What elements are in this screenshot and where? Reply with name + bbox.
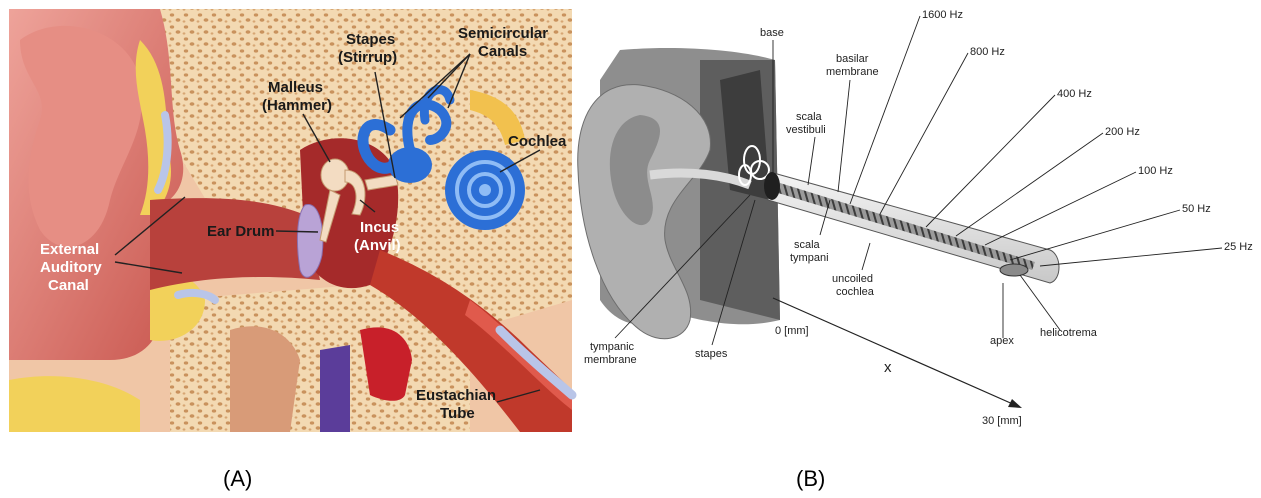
label-tympani: tympani <box>790 252 829 264</box>
label-apex: apex <box>990 335 1014 347</box>
freq-label: 400 Hz <box>1057 88 1092 100</box>
label-tube: Tube <box>440 405 475 422</box>
label-scala-t: scala <box>794 239 821 251</box>
label-eustachian: Eustachian <box>416 387 496 404</box>
x-axis-arrow <box>773 298 1015 405</box>
label-tympanic-membrane: membrane <box>584 354 637 366</box>
label-ear-drum: Ear Drum <box>207 223 275 240</box>
freq-label: 200 Hz <box>1105 126 1140 138</box>
helicotrema-opening <box>1000 264 1028 276</box>
vein <box>320 345 350 432</box>
label-stapes-alt: (Stirrup) <box>338 49 397 66</box>
label-incus: Incus <box>360 219 399 236</box>
caption-a: (A) <box>223 466 252 492</box>
panel-b-illustration <box>578 48 1059 339</box>
label-uncoiled: uncoiled <box>832 273 873 285</box>
label-canal: Canal <box>48 277 89 294</box>
panel-a-illustration <box>9 9 572 432</box>
label-cochlea-b: cochlea <box>836 286 875 298</box>
label-malleus-alt: (Hammer) <box>262 97 332 114</box>
label-base: base <box>760 27 784 39</box>
label-stapes: Stapes <box>346 31 395 48</box>
label-tympanic: tympanic <box>590 341 635 353</box>
label-canals: Canals <box>478 43 527 60</box>
freq-label: 100 Hz <box>1138 165 1173 177</box>
ear-drum-membrane <box>297 204 322 277</box>
label-malleus: Malleus <box>268 79 323 96</box>
label-semicircular: Semicircular <box>458 25 548 42</box>
label-x-axis: x <box>884 359 892 376</box>
label-zero-mm: 0 [mm] <box>775 325 809 337</box>
jaw-muscle <box>230 326 300 432</box>
label-thirty-mm: 30 [mm] <box>982 415 1022 427</box>
ear-canal <box>150 198 320 290</box>
label-vestibuli: vestibuli <box>786 124 826 136</box>
label-basilar: basilar <box>836 53 869 65</box>
caption-b: (B) <box>796 466 825 492</box>
label-scala-v: scala <box>796 111 823 123</box>
freq-label: 50 Hz <box>1182 203 1211 215</box>
label-stapes-b: stapes <box>695 348 728 360</box>
label-membrane: membrane <box>826 66 879 78</box>
cochlea-base-opening <box>764 172 780 200</box>
label-cochlea: Cochlea <box>508 133 567 150</box>
freq-label: 800 Hz <box>970 46 1005 58</box>
freq-label: 1600 Hz <box>922 9 963 21</box>
label-external: External <box>40 241 99 258</box>
freq-label: 25 Hz <box>1224 241 1253 253</box>
label-auditory: Auditory <box>40 259 102 276</box>
label-incus-alt: (Anvil) <box>354 237 401 254</box>
label-helicotrema: helicotrema <box>1040 327 1098 339</box>
